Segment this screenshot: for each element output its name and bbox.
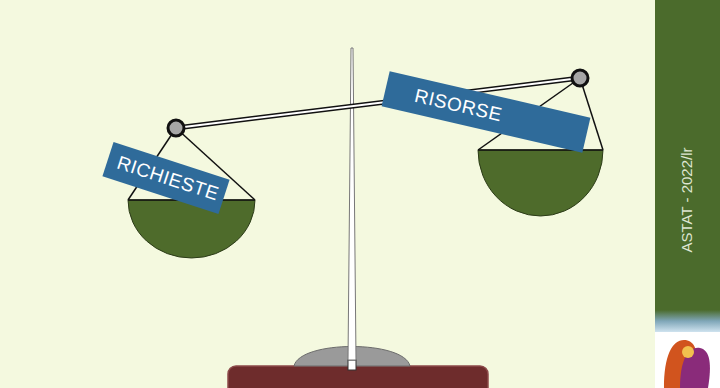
watermark-label: ASTAT - 2022/lr <box>677 90 697 310</box>
scale-base <box>228 366 488 388</box>
logo-area <box>655 332 720 388</box>
resource-tag: RISORSE <box>382 71 591 152</box>
pole-socket <box>348 360 356 370</box>
logo-icon <box>664 340 710 388</box>
scale-pole <box>348 48 356 360</box>
side-band <box>655 0 720 310</box>
side-gradient <box>655 310 720 332</box>
